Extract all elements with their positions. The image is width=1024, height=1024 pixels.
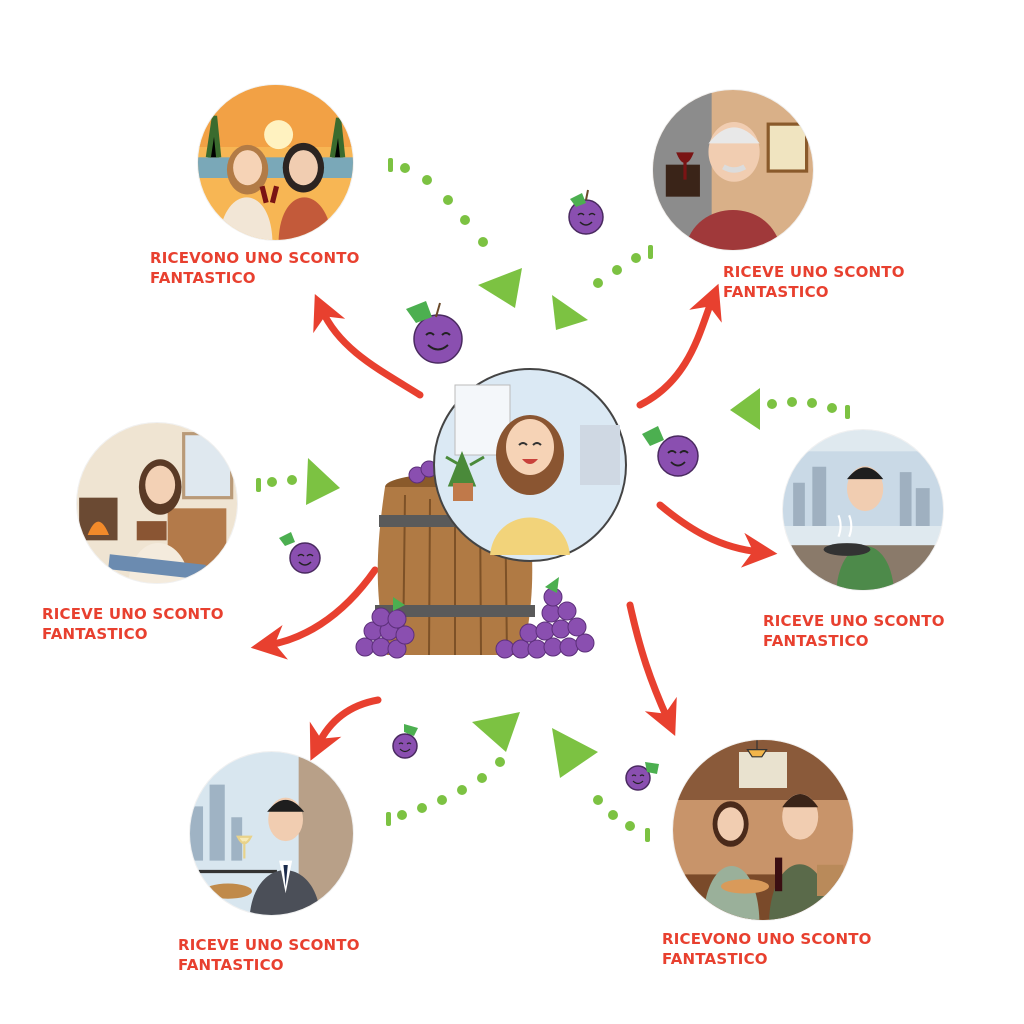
red-curved-arrow-mid-right: [656, 501, 778, 568]
smiling-grape-icon: [279, 532, 321, 574]
green-dotted-arrow-top-right: [552, 245, 653, 330]
red-curved-arrow-mid-left: [250, 566, 379, 660]
scene-couple-kitchen: [673, 740, 853, 920]
red-curved-arrow-top-right: [636, 283, 722, 409]
center-woman-barrel: [355, 368, 627, 659]
scene-woman-reading: [77, 423, 237, 583]
smiling-grape-icon: [406, 301, 463, 364]
green-dotted-arrow-top-left: [388, 158, 522, 308]
caption-middle-left: RICEVE UNO SCONTO FANTASTICO: [42, 605, 224, 643]
scene-older-man-wine: [653, 90, 813, 250]
green-dotted-arrow-mid-right: [730, 388, 850, 430]
green-dotted-arrow-mid-left: [256, 458, 340, 505]
smiling-grape-icon: [568, 189, 604, 235]
woman-portrait: [433, 368, 627, 562]
caption-bottom-left: RICEVE UNO SCONTO FANTASTICO: [178, 936, 360, 974]
smiling-grape-icon: [625, 762, 659, 791]
scene-man-cooking: [783, 430, 943, 590]
caption-bottom-right: RICEVONO UNO SCONTO FANTASTICO: [662, 930, 872, 968]
red-curved-arrow-top-left: [313, 294, 424, 399]
scene-man-in-suit: [190, 752, 353, 915]
caption-middle-right: RICEVE UNO SCONTO FANTASTICO: [763, 612, 945, 650]
smiling-grape-icon: [642, 426, 699, 477]
green-dotted-arrow-bottom-left: [386, 712, 520, 826]
grape-pile-icon: [355, 460, 595, 659]
red-curved-arrow-bottom-left: [309, 696, 382, 761]
caption-top-right: RICEVE UNO SCONTO FANTASTICO: [723, 263, 905, 301]
scene-two-women-sunset: [198, 85, 353, 240]
smiling-grape-icon: [392, 724, 418, 759]
red-curved-arrow-bottom-right: [626, 601, 677, 736]
green-dotted-arrow-bottom-right: [552, 728, 650, 842]
caption-top-left: RICEVONO UNO SCONTO FANTASTICO: [150, 249, 360, 287]
